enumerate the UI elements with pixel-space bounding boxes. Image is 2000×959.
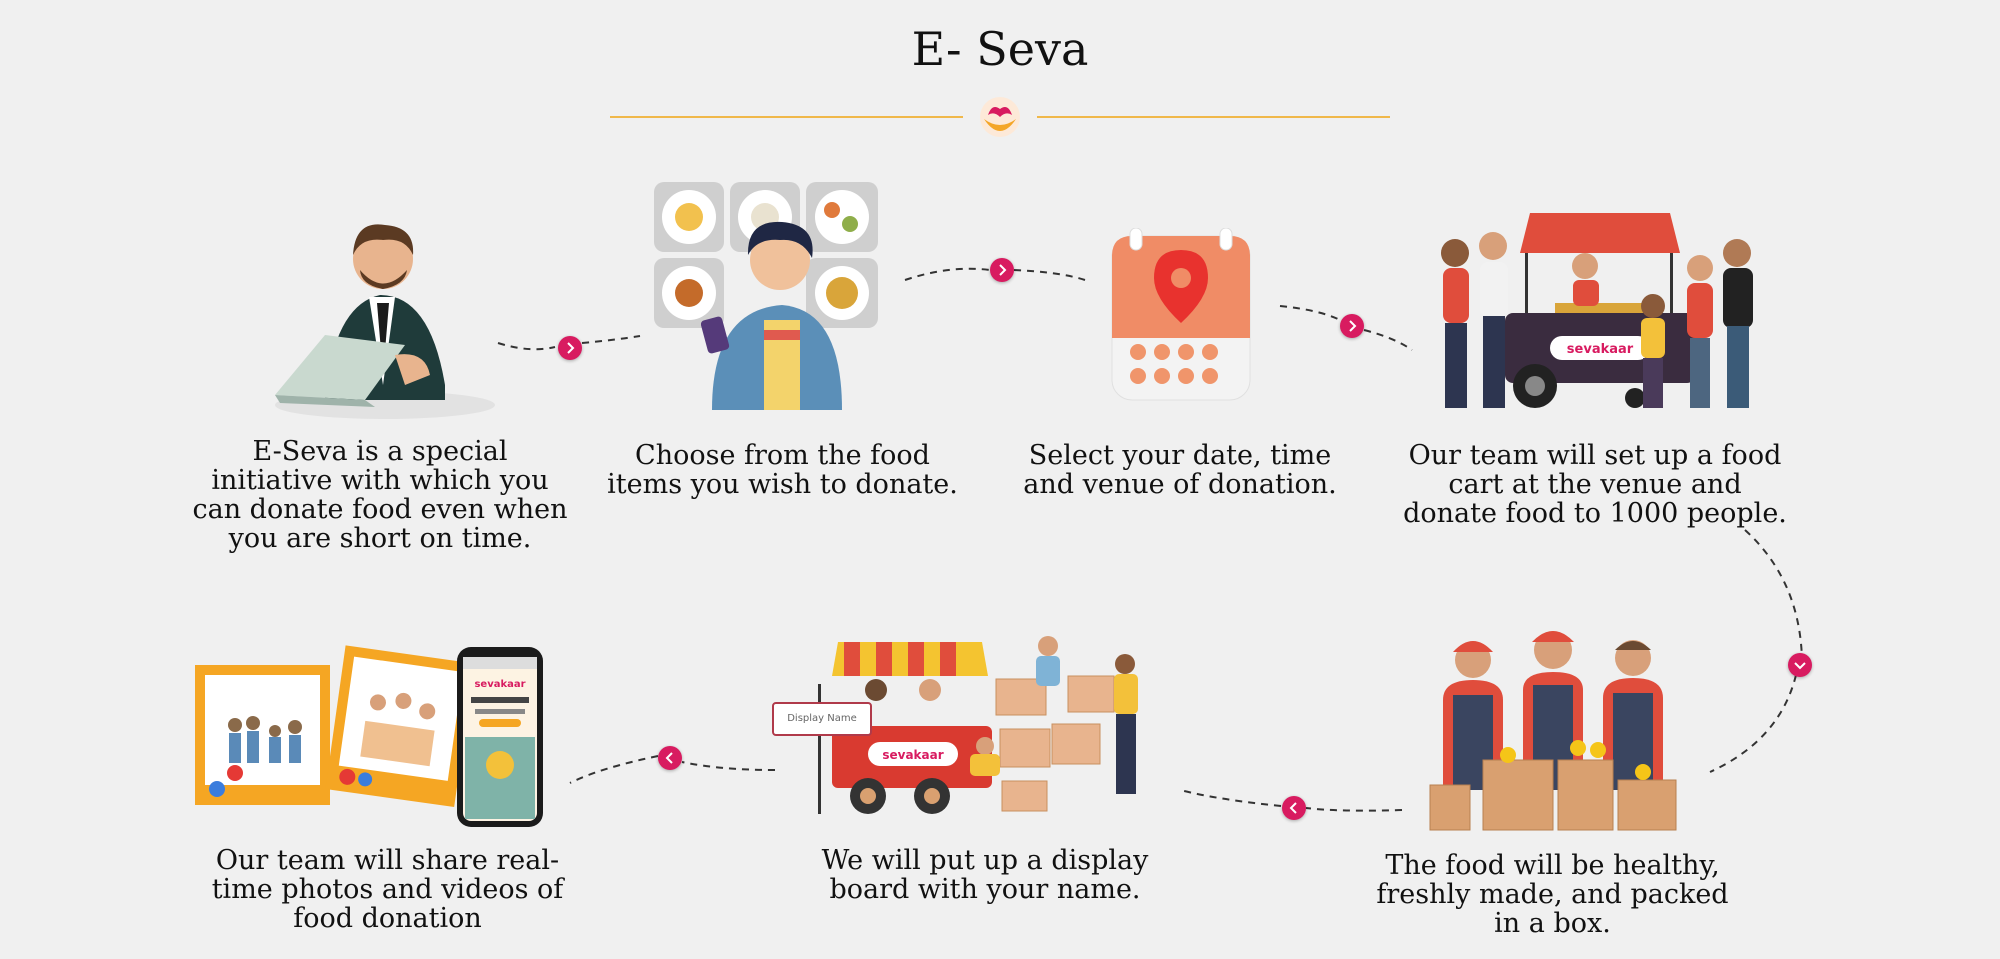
cart-brand-label-2: sevakaar	[882, 748, 943, 762]
phone-brand-label: sevakaar	[474, 679, 525, 690]
step-2-text: Choose from the food items you wish to d…	[607, 440, 958, 500]
step-7-text: Our team will share real-time photos and…	[211, 845, 564, 934]
chevron-right-icon	[567, 342, 575, 354]
step-6-text: We will put up a display board with your…	[821, 845, 1149, 905]
man-choosing-food-on-phone-illustration	[654, 182, 878, 410]
step-1-text: E-Seva is a special initiative with whic…	[192, 436, 568, 554]
chevron-right-icon	[1349, 320, 1357, 332]
step-4-text: Our team will set up a food cart at the …	[1403, 440, 1787, 529]
step-5-text: The food will be healthy, freshly made, …	[1376, 850, 1729, 939]
flow-arrow-down	[1788, 653, 1812, 677]
chevron-down-icon	[1794, 662, 1806, 670]
chevron-left-icon	[665, 752, 673, 764]
page-title: E- Seva	[911, 22, 1089, 76]
hands-heart-logo-icon	[980, 97, 1020, 137]
display-name-board: Display Name	[772, 702, 872, 736]
chevron-right-icon	[999, 264, 1007, 276]
food-cart-crowd-illustration: sevakaar	[1441, 213, 1753, 408]
chevron-left-icon	[1289, 802, 1297, 814]
flow-arrow-left-2	[658, 746, 682, 770]
flow-arrow-right-1	[558, 336, 582, 360]
title-divider-right	[1037, 116, 1390, 118]
step-3-text: Select your date, time and venue of dona…	[1023, 440, 1337, 500]
photos-and-phone-illustration: sevakaar	[195, 645, 543, 827]
flow-arrow-left-1	[1282, 796, 1306, 820]
food-cart-display-board-illustration: sevakaar Display Name	[770, 634, 1150, 819]
packing-food-boxes-illustration	[1429, 631, 1677, 831]
flow-arrow-right-2	[990, 258, 1014, 282]
man-with-laptop-illustration	[275, 224, 495, 419]
calendar-location-icon	[1111, 228, 1251, 401]
title-divider-left	[610, 116, 963, 118]
cart-brand-label: sevakaar	[1567, 342, 1634, 357]
flow-arrow-right-3	[1340, 314, 1364, 338]
